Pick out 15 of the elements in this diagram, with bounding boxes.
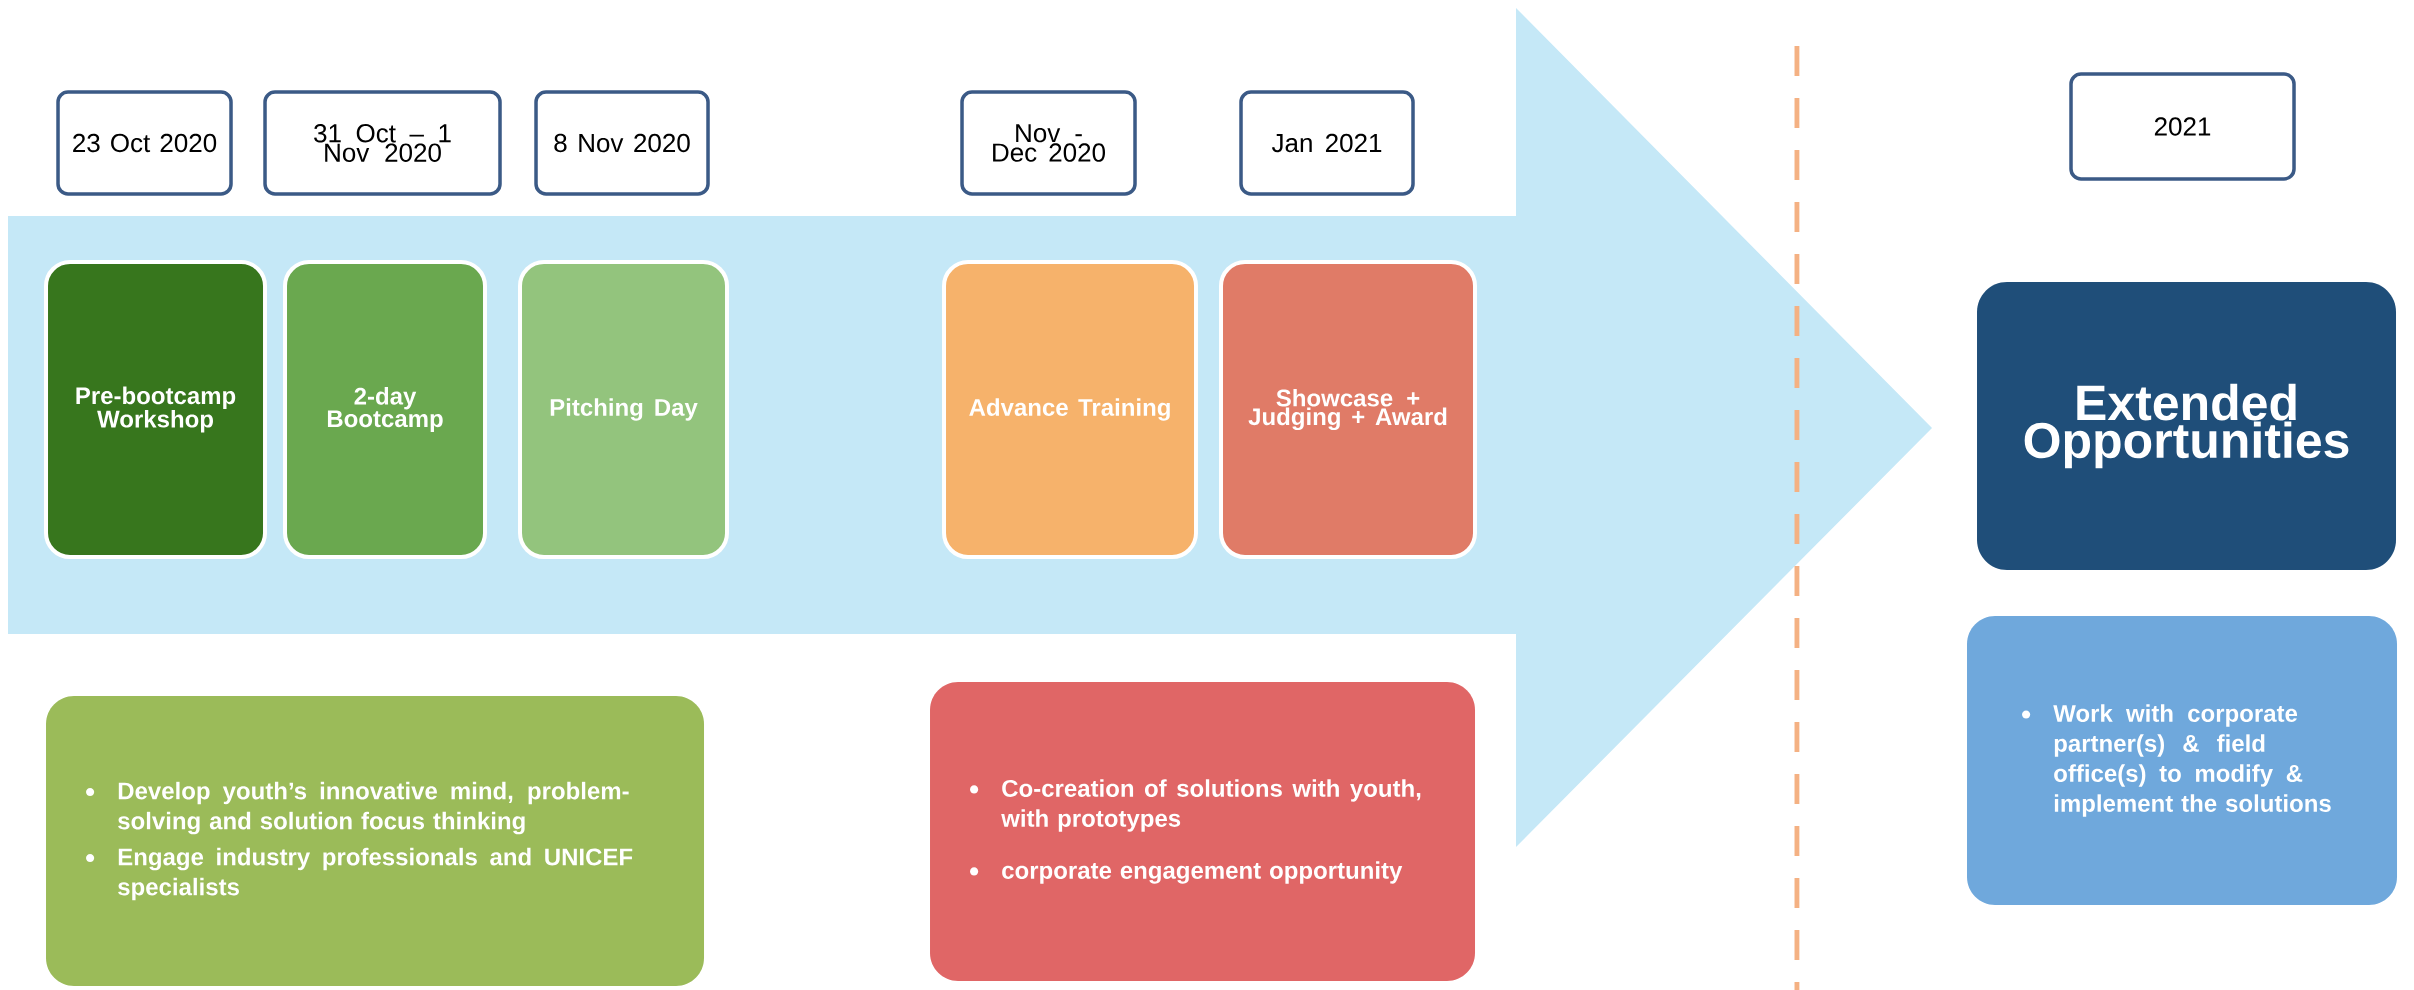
date-box: 8 Nov 2020 [534, 90, 710, 196]
phase-box: Showcase + Judging + Award [1219, 260, 1477, 559]
bullet-list-box: Develop youth’s innovative mind, problem-solving and solution focus thinking Engage industry professionals and UNICEF specialists [46, 696, 704, 986]
outcome-box: Extended Opportunities [1977, 282, 2396, 570]
date-box: 23 Oct 2020 [56, 90, 233, 196]
date-box: Nov - Dec 2020 [960, 90, 1137, 196]
phase-box: Pre-bootcamp Workshop [44, 260, 267, 559]
phase-box: Pitching Day [518, 260, 729, 559]
bullet-list-box: Work with corporate partner(s) & field office(s) to modify & implement the solutions [1967, 616, 2397, 905]
phase-box: 2-day Bootcamp [283, 260, 487, 559]
phase-box: Advance Training [942, 260, 1198, 559]
bullet-list-box: Co-creation of solutions with youth, with prototypes corporate engagement opportunity [930, 682, 1475, 981]
date-box: 2021 [2069, 72, 2296, 181]
date-box: Jan 2021 [1239, 90, 1415, 196]
date-box: 31 Oct – 1 Nov 2020 [263, 90, 502, 196]
